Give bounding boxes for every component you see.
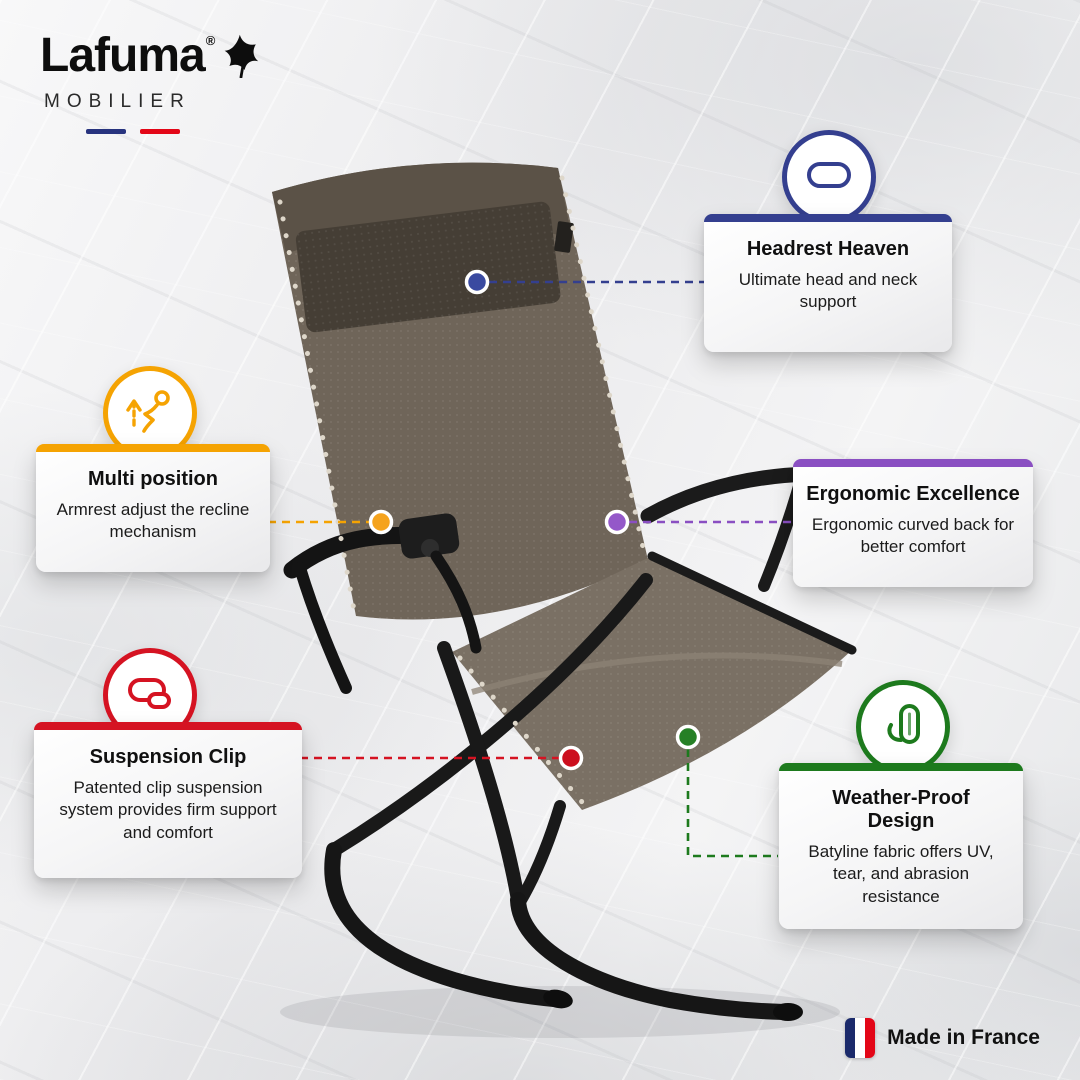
flag-red-dash [140, 129, 180, 134]
feature-description-multi-position: Armrest adjust the recline mechanism [56, 500, 250, 542]
brand-name: Lafuma [40, 29, 206, 82]
seat-fabric [452, 551, 857, 810]
france-flag-icon [845, 1018, 876, 1058]
feature-description-weather: Batyline fabric offers UV, tear, and abr… [808, 842, 994, 906]
made-in-france: Made in France [845, 1018, 1040, 1058]
leaf-icon [219, 34, 259, 83]
flag-blue-band [845, 1018, 856, 1058]
made-in-france-label: Made in France [887, 1026, 1040, 1049]
headrest-icon [801, 147, 857, 208]
accent-bar-green [779, 763, 1023, 771]
feature-card-headrest: Headrest Heaven Ultimate head and neck s… [704, 214, 952, 352]
feature-title-headrest: Headrest Heaven [746, 238, 910, 260]
flag-white-gap [126, 129, 140, 134]
brand-wordmark: Lafuma® [40, 29, 216, 82]
flag-white-band [855, 1018, 866, 1058]
feature-title-multi-position: Multi position [88, 468, 218, 490]
brand-flag-dashes [86, 129, 182, 134]
accent-bar-red [34, 722, 302, 730]
flag-red-band [865, 1018, 876, 1058]
accent-bar-navy [704, 214, 952, 222]
feature-card-ergonomic: Ergonomic Excellence Ergonomic curved ba… [793, 459, 1033, 587]
registered-mark: ® [205, 33, 216, 48]
brand-logo: Lafuma® MOBILIER [40, 32, 259, 134]
feature-title-suspension: Suspension Clip [89, 746, 247, 768]
accent-bar-purple [793, 459, 1033, 467]
feature-card-weather: Weather-Proof Design Batyline fabric off… [779, 763, 1023, 929]
left-armrest [283, 513, 482, 694]
headrest-badge [782, 130, 876, 224]
accent-bar-orange [36, 444, 270, 452]
weather-proof-icon [875, 697, 931, 758]
brand-subtitle: MOBILIER [44, 91, 191, 112]
feature-description-ergonomic: Ergonomic curved back for better comfort [811, 515, 1015, 557]
multi-position-icon [122, 383, 178, 444]
suspension-lacing [277, 175, 647, 805]
feature-description-suspension: Patented clip suspension system provides… [59, 778, 277, 842]
headrest-pillow [295, 201, 561, 333]
feature-description-headrest: Ultimate head and neck support [738, 270, 918, 312]
fabric-tag [554, 221, 574, 253]
feature-title-weather: Weather-Proof Design [832, 787, 970, 832]
feature-title-ergonomic: Ergonomic Excellence [806, 483, 1020, 505]
feature-card-suspension: Suspension Clip Patented clip suspension… [34, 722, 302, 878]
chair-frame [324, 573, 803, 1021]
flag-blue-dash [86, 129, 126, 134]
suspension-clip-icon [122, 665, 178, 726]
feature-card-multi-position: Multi position Armrest adjust the reclin… [36, 444, 270, 572]
weather-badge [856, 680, 950, 774]
